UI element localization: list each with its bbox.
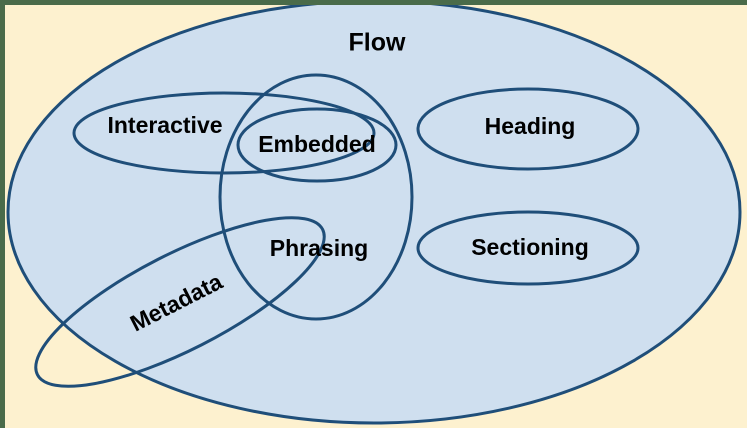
set-label-flow: Flow	[349, 29, 406, 57]
set-shape-phrasing[interactable]	[218, 73, 414, 321]
set-shape-interactive[interactable]	[72, 91, 376, 175]
set-label-embedded: Embedded	[258, 131, 376, 157]
set-label-interactive: Interactive	[107, 112, 222, 138]
set-shape-flow[interactable]	[6, 1, 742, 425]
set-label-phrasing: Phrasing	[270, 235, 368, 261]
set-label-heading: Heading	[485, 113, 576, 139]
set-shape-heading[interactable]	[416, 87, 640, 171]
set-shape-metadata[interactable]	[16, 187, 345, 418]
set-label-sectioning: Sectioning	[471, 234, 589, 260]
set-shape-embedded[interactable]	[236, 107, 398, 183]
set-shape-sectioning[interactable]	[416, 210, 640, 286]
